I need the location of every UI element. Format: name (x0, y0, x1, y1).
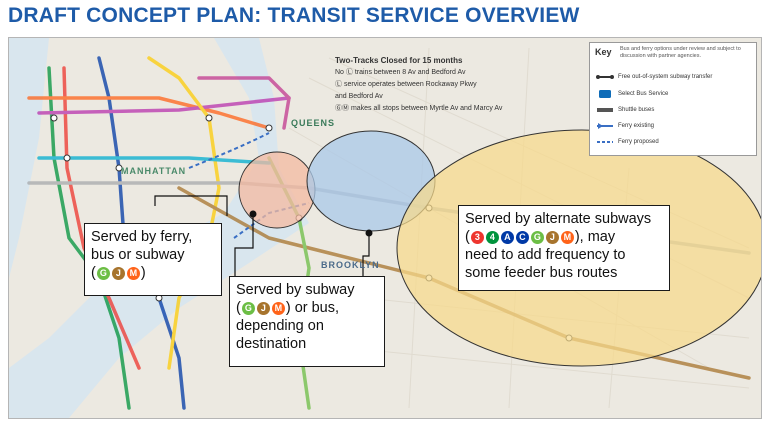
callout-subway-line4: destination (236, 336, 307, 352)
line-teal (37, 156, 271, 165)
m-train-bullet: M (126, 267, 140, 280)
transfer-icon (596, 75, 614, 79)
callout-ferry-line1: Served by ferry, (91, 229, 193, 245)
a-train-bullet: A (500, 231, 514, 244)
j-train-bullet: J (256, 302, 270, 315)
line-purple (37, 96, 291, 115)
leader-dot-1 (249, 210, 257, 218)
4-train-bullet: 4 (485, 231, 499, 244)
legend-item-ferry-existing: Ferry existing (618, 123, 655, 129)
callout-alt-line4: some feeder bus routes (465, 265, 618, 281)
label-brooklyn: BROOKLYN (321, 260, 380, 270)
closure-note-line3: and Bedford Av (335, 93, 383, 100)
label-queens: QUEENS (291, 118, 336, 128)
legend-title: Key (595, 47, 612, 57)
legend-item-sbs: Select Bus Service (618, 91, 669, 97)
g-train-bullet: G (530, 231, 544, 244)
m-train-bullet: M (560, 231, 574, 244)
closure-note-line1: No Ⓛ trains between 8 Av and Bedford Av (335, 69, 466, 76)
legend-item-shuttle: Shuttle buses (618, 107, 655, 113)
leader-subway-right (362, 234, 370, 276)
callout-alt-line1: Served by alternate subways (465, 211, 652, 227)
leader-dot-2 (365, 229, 373, 237)
closure-note-title: Two-Tracks Closed for 15 months (335, 56, 463, 65)
label-manhattan: MANHATTAN (121, 166, 187, 176)
j-train-bullet: J (111, 267, 125, 280)
zone-orange (238, 151, 316, 229)
closure-note-line2: Ⓛ service operates between Rockaway Pkwy (335, 81, 477, 88)
leader-ferry (154, 195, 228, 216)
3-train-bullet: 3 (470, 231, 484, 244)
callout-subway-line3: depending on (236, 318, 324, 334)
ferry-existing-icon (597, 123, 613, 129)
map-legend: Key Bus and ferry options under review a… (589, 42, 757, 156)
ferry-route-2 (188, 132, 270, 169)
closure-note-line4: ⒼⓂ makes all stops between Myrtle Av and… (335, 105, 503, 112)
closure-note: Two-Tracks Closed for 15 months No Ⓛ tra… (335, 55, 531, 115)
page-title: DRAFT CONCEPT PLAN: TRANSIT SERVICE OVER… (8, 4, 580, 27)
j-train-bullet: J (545, 231, 559, 244)
c-train-bullet: C (515, 231, 529, 244)
ferry-proposed-icon (597, 141, 613, 143)
callout-alt-line3: need to add frequency to (465, 247, 626, 263)
g-train-bullet: G (241, 302, 255, 315)
leader-subway-left (234, 216, 254, 276)
callout-ferry-line2: bus or subway (91, 247, 185, 263)
legend-note: Bus and ferry options under review and s… (620, 46, 741, 59)
sbs-bus-icon (599, 90, 611, 98)
legend-item-transfer: Free out-of-system subway transfer (618, 74, 713, 80)
shuttle-bus-icon (597, 108, 613, 112)
legend-item-ferry-proposed: Ferry proposed (618, 139, 659, 145)
east-river (9, 38, 309, 418)
line-yellow (147, 56, 221, 370)
line-orange (27, 96, 271, 130)
g-train-bullet: G (96, 267, 110, 280)
line-magenta (197, 76, 291, 130)
callout-subway-line1: Served by subway (236, 282, 355, 298)
m-train-bullet: M (271, 302, 285, 315)
